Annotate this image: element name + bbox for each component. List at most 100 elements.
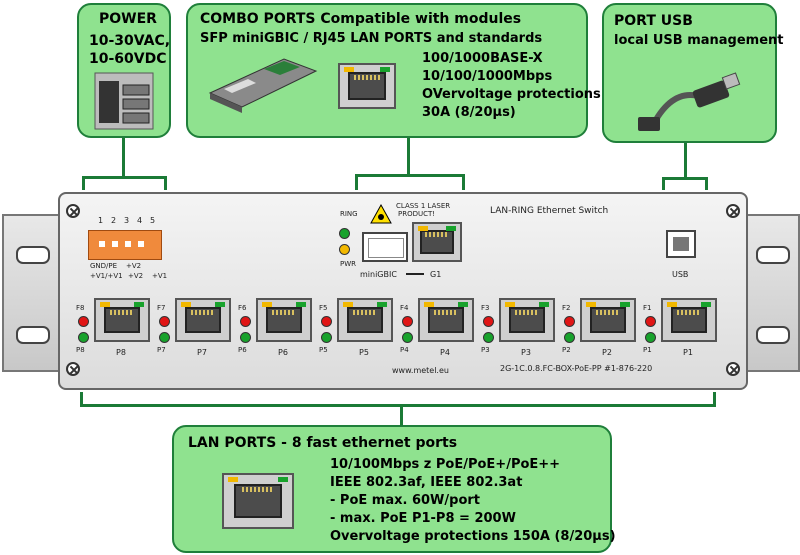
port-speed-led — [78, 316, 89, 327]
lan-title: LAN PORTS - 8 fast ethernet ports — [188, 435, 458, 451]
port-link-led — [159, 332, 170, 343]
screw-bottom-right — [726, 362, 740, 376]
port-label: P8 — [116, 348, 126, 357]
screw-top-right — [726, 204, 740, 218]
port-label: P6 — [278, 348, 288, 357]
power-connector-r — [164, 176, 167, 190]
power-connector-v — [122, 138, 125, 178]
lan-line-3: - PoE max. 60W/port — [330, 493, 480, 508]
port-top-label: F5 — [319, 304, 328, 312]
usb-title: PORT USB — [614, 13, 693, 29]
port-bottom-label: P3 — [481, 346, 490, 354]
combo-subtitle: SFP miniGBIC / RJ45 LAN PORTS and standa… — [200, 31, 543, 46]
sfp-minigbic-slot[interactable] — [362, 232, 408, 262]
rj45-port-p5[interactable] — [337, 298, 393, 342]
lan-rj45-image — [222, 473, 294, 529]
port-label: P5 — [359, 348, 369, 357]
port-bottom-label: P1 — [643, 346, 652, 354]
port-label: P3 — [521, 348, 531, 357]
usb-subtitle: local USB management — [614, 33, 784, 48]
port-link-led — [564, 332, 575, 343]
combo-callout: COMBO PORTS Compatible with modules SFP … — [186, 3, 601, 138]
combo-line-4: 30A (8/20µs) — [422, 105, 516, 120]
rj45-port-p2[interactable] — [580, 298, 636, 342]
port-top-label: F8 — [76, 304, 85, 312]
port-bottom-label: P5 — [319, 346, 328, 354]
led-ring-label: RING — [340, 210, 358, 218]
left-mounting-ear — [2, 214, 60, 372]
port-label: P4 — [440, 348, 450, 357]
lan-line-1: 10/100Mbps z PoE/PoE+/PoE++ — [330, 457, 561, 472]
combo-line-1: 100/1000BASE-X — [422, 51, 543, 66]
rj45-port-p4[interactable] — [418, 298, 474, 342]
port-bottom-label: P4 — [400, 346, 409, 354]
combo-connector-r — [462, 174, 465, 190]
port-speed-led — [240, 316, 251, 327]
power-supply-image — [94, 72, 154, 130]
laser-class-label: CLASS 1 LASER — [396, 202, 451, 210]
port-bottom-label: P7 — [157, 346, 166, 354]
port-top-label: F3 — [481, 304, 490, 312]
usb-label: USB — [672, 270, 689, 279]
combo-line-3: OVervoltage protections — [422, 87, 601, 102]
port-label: P1 — [683, 348, 693, 357]
port-bottom-label: P2 — [562, 346, 571, 354]
combo-connector-l — [355, 174, 358, 190]
rj45-port-p6[interactable] — [256, 298, 312, 342]
led-pwr-label: PWR — [340, 260, 357, 268]
right-mounting-ear — [742, 214, 800, 372]
port-top-label: F4 — [400, 304, 409, 312]
port-link-led — [645, 332, 656, 343]
port-link-led — [78, 332, 89, 343]
usb-connector-l — [662, 177, 665, 190]
led-ring — [339, 228, 350, 239]
model-label: 2G-1C.0.8.FC-BOX-PoE-PP #1-876-220 — [500, 364, 653, 373]
usb-port[interactable] — [666, 230, 696, 258]
rj45-port-p7[interactable] — [175, 298, 231, 342]
port-top-label: F1 — [643, 304, 652, 312]
port-top-label: F2 — [562, 304, 571, 312]
power-line-2: 10-60VDC — [89, 51, 167, 67]
combo-line-2: 10/100/1000Mbps — [422, 69, 553, 84]
usb-cable-image — [638, 72, 741, 131]
lan-connector-l — [80, 392, 83, 406]
power-terminal-numbers: 1 2 3 4 5 — [98, 216, 156, 225]
lan-line-5: Overvoltage protections 150A (8/20µs) — [330, 529, 616, 544]
port-link-led — [402, 332, 413, 343]
lan-line-2: IEEE 802.3af, IEEE 802.3at — [330, 475, 523, 490]
port-speed-led — [483, 316, 494, 327]
power-connector-h — [82, 176, 166, 179]
usb-callout: PORT USB local USB management — [602, 3, 784, 143]
port-label: P2 — [602, 348, 612, 357]
power-terminal-block[interactable] — [88, 230, 162, 260]
lan-callout: LAN PORTS - 8 fast ethernet ports 10/100… — [172, 425, 616, 553]
port-link-led — [321, 332, 332, 343]
rj45-port-p3[interactable] — [499, 298, 555, 342]
sfp-module-image — [208, 58, 318, 113]
screw-top-left — [66, 204, 80, 218]
combo-connector-v — [407, 138, 410, 176]
usb-connector-r — [705, 177, 708, 190]
g1-label: G1 — [430, 270, 442, 279]
screw-bottom-left — [66, 362, 80, 376]
combo-title: COMBO PORTS Compatible with modules — [200, 11, 522, 27]
lan-line-4: - max. PoE P1-P8 = 200W — [330, 511, 516, 526]
power-title: POWER — [99, 11, 157, 27]
port-bottom-label: P8 — [76, 346, 85, 354]
device-name: LAN-RING Ethernet Switch — [490, 206, 609, 216]
port-speed-led — [402, 316, 413, 327]
rj45-port-p8[interactable] — [94, 298, 150, 342]
rj45-port-p1[interactable] — [661, 298, 717, 342]
combo-rj45-port-g1[interactable] — [412, 222, 462, 262]
laser-warning-icon — [370, 204, 392, 224]
switch-front-panel: 1 2 3 4 5 GND/PE +V2 +V1/+V1 +V2 +V1 RIN… — [58, 192, 748, 390]
port-link-led — [483, 332, 494, 343]
port-speed-led — [159, 316, 170, 327]
power-terminal-labels: GND/PE +V2 +V1/+V1 +V2 +V1 — [90, 262, 168, 280]
port-speed-led — [564, 316, 575, 327]
